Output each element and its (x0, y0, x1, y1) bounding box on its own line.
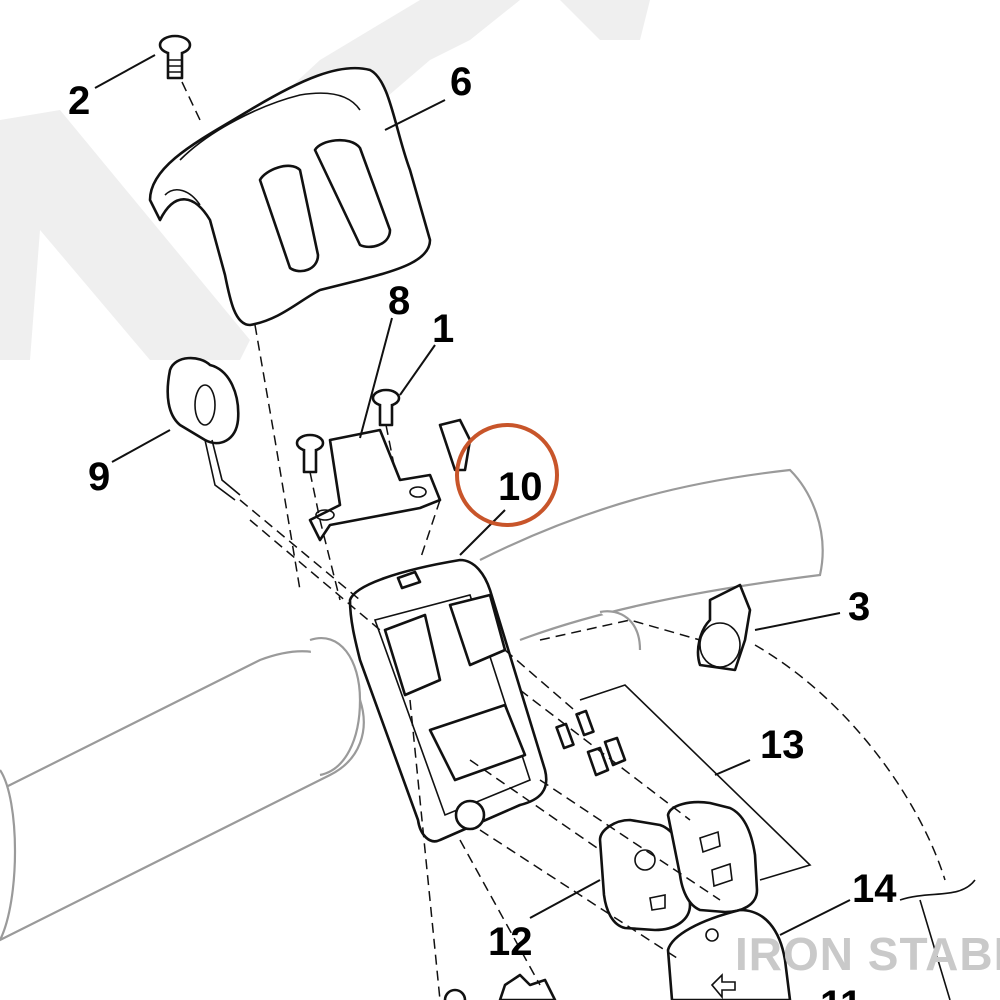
handlebar-grip (0, 637, 365, 942)
callout-2: 2 (68, 79, 90, 123)
callout-6: 6 (450, 60, 472, 104)
callout-8: 8 (388, 279, 410, 323)
part-6-upper-cover (148, 66, 432, 327)
part-13-switch-cap (666, 800, 759, 914)
callout-3: 3 (848, 585, 870, 629)
watermark-text: IRON STABLE (735, 928, 1000, 980)
callout-11: 11 (820, 983, 862, 1000)
part-14-switch-cap (666, 908, 792, 1000)
handlebar-tube (479, 468, 824, 651)
part-11-partial (443, 973, 557, 1000)
part-3-cable-clip (696, 583, 752, 672)
assembly-center-lines (181, 81, 946, 1000)
callout-14: 14 (852, 867, 897, 911)
callout-12: 12 (488, 920, 533, 964)
callout-13: 13 (760, 723, 805, 767)
callout-10: 10 (498, 465, 543, 509)
leader-lines (94, 54, 851, 936)
part-10-switch-housing (348, 558, 548, 843)
callout-labels: 2 6 8 1 9 10 3 13 14 12 11 (68, 60, 897, 1000)
part-8-bracket (308, 418, 472, 542)
reference-curve (899, 879, 976, 1000)
part-9-connector (166, 356, 241, 501)
part-2-screw (158, 34, 192, 80)
part-1-screws (295, 388, 401, 474)
part-12-switch-cap (598, 818, 692, 932)
callout-1: 1 (432, 307, 454, 351)
highlight-circle (455, 423, 559, 527)
callout-9: 9 (88, 455, 110, 499)
